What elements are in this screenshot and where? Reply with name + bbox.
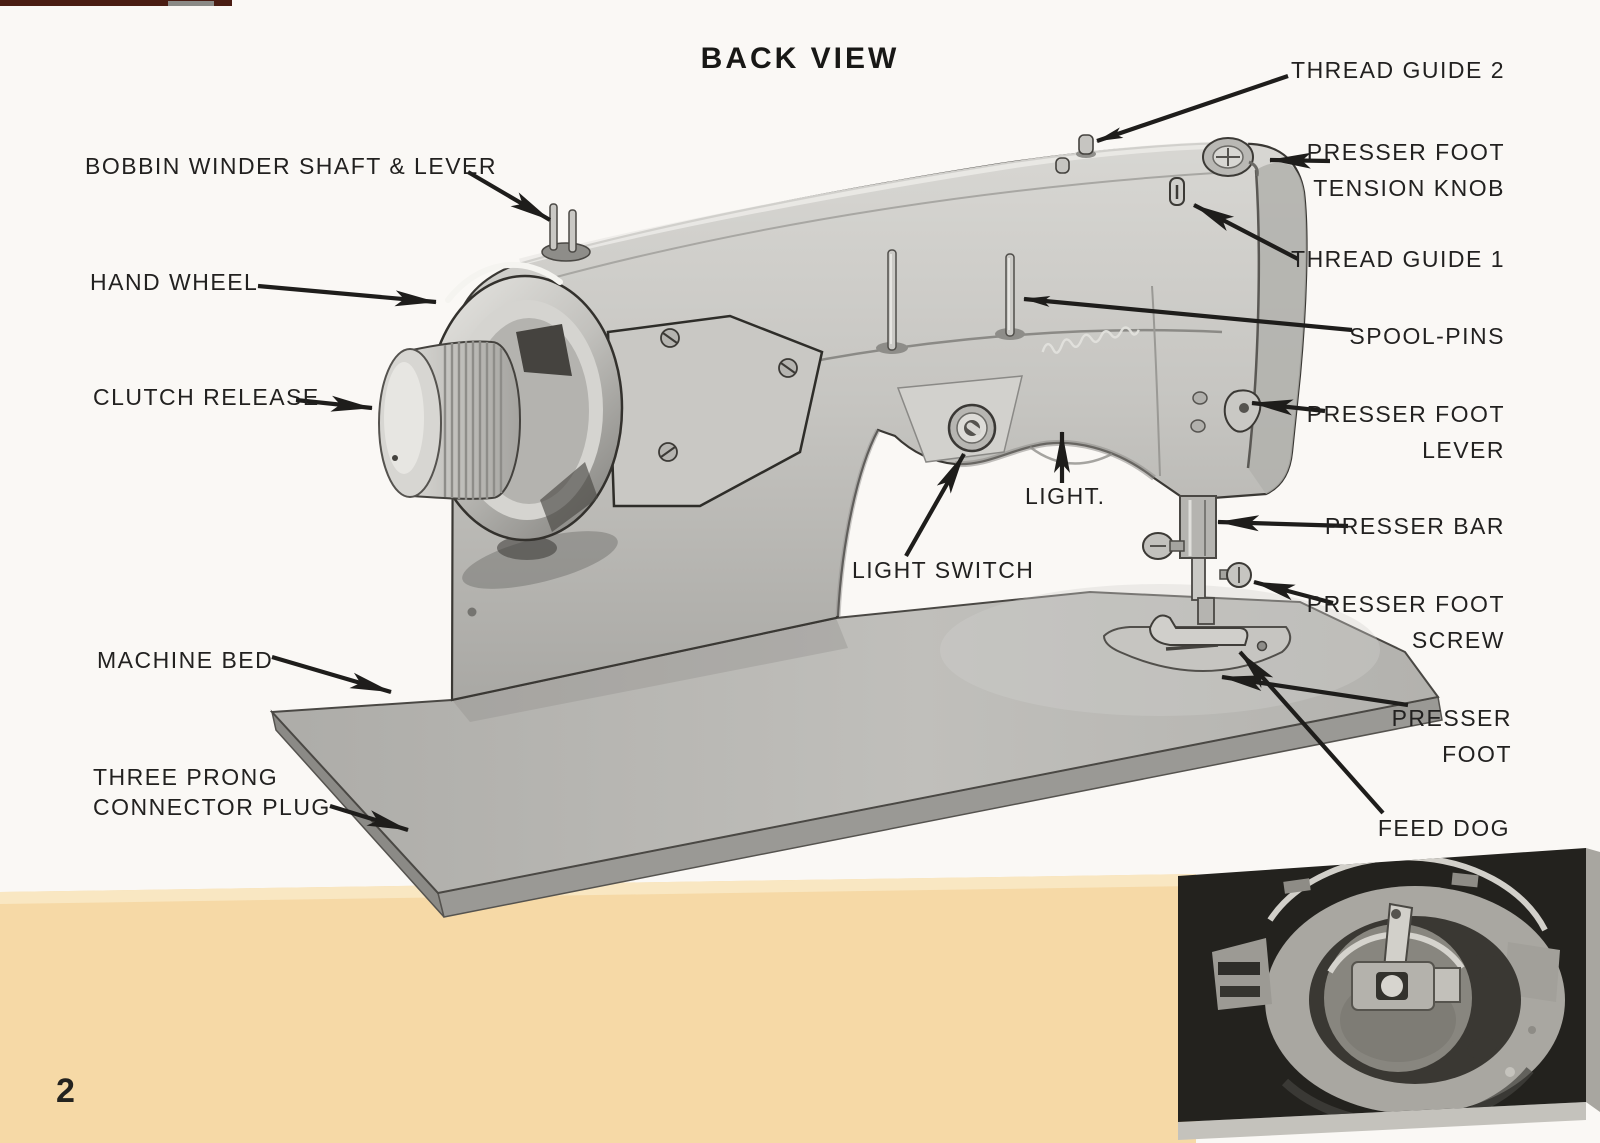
- brand-script: [1041, 326, 1140, 354]
- presser-bar-part: [1142, 495, 1252, 646]
- tension-knob-part: [1202, 137, 1259, 177]
- rear-cover-plate: [606, 314, 824, 508]
- arrow-thread-guide-1-icon: [1193, 203, 1299, 261]
- arrow-feed-dog-icon: [1238, 650, 1385, 815]
- thread-guide-2-part: [1055, 134, 1096, 174]
- clutch-release-part: [378, 340, 521, 500]
- callout-clutch-release: CLUTCH RELEASE: [93, 384, 320, 410]
- light-switch-part: [896, 375, 1023, 463]
- arrow-presser-foot-lever-icon: [1251, 399, 1326, 416]
- callout-spool-pins: SPOOL-PINS: [1349, 323, 1505, 349]
- callout-presser-foot-screw: PRESSER FOOT SCREW: [1307, 586, 1505, 658]
- screw-icon: [660, 328, 680, 348]
- callout-feed-dog: FEED DOG: [1377, 815, 1510, 841]
- callout-line: SCREW: [1411, 627, 1505, 653]
- callout-thread-guide-2: THREAD GUIDE 2: [1291, 57, 1505, 83]
- thread-guide-1-part: [1169, 177, 1185, 206]
- callout-presser-foot: PRESSER FOOT: [1392, 700, 1512, 772]
- arrow-light-switch-icon: [904, 452, 966, 558]
- arrow-hand-wheel-icon: [257, 283, 437, 307]
- callout-line: LEVER: [1422, 437, 1505, 463]
- callout-line: PRESSER: [1391, 705, 1512, 731]
- callout-thread-guide-1: THREAD GUIDE 1: [1291, 246, 1505, 272]
- callout-line: PRESSER FOOT: [1306, 591, 1505, 617]
- page-title: BACK VIEW: [700, 42, 900, 75]
- arrow-thread-guide-2-icon: [1096, 74, 1289, 143]
- bobbin-winder-part: [541, 203, 591, 262]
- callout-machine-bed: MACHINE BED: [97, 647, 274, 673]
- callout-line: FOOT: [1442, 741, 1512, 767]
- arrow-machine-bed-icon: [271, 654, 392, 695]
- arrow-clutch-release-icon: [295, 395, 373, 412]
- sewing-machine-illustration: [269, 134, 1443, 918]
- presser-foot-part: [1148, 614, 1249, 646]
- callout-presser-bar: PRESSER BAR: [1324, 513, 1505, 539]
- spool-pins-part: [876, 249, 1025, 354]
- callout-line: TENSION KNOB: [1313, 175, 1505, 201]
- arrow-bobbin-winder-icon: [466, 170, 552, 222]
- callout-line: THREE PRONG: [93, 764, 279, 790]
- arrow-tension-knob-icon: [1269, 152, 1331, 169]
- arrow-presser-bar-icon: [1217, 515, 1349, 532]
- presser-foot-screw-part: [1219, 562, 1252, 588]
- arrow-three-prong-icon: [329, 803, 409, 833]
- page-number: 2: [56, 1072, 75, 1110]
- screw-icon: [778, 358, 798, 378]
- arrow-spool-pins-icon: [1023, 295, 1353, 333]
- callout-line: PRESSER FOOT: [1306, 139, 1505, 165]
- callout-arrows: [257, 74, 1409, 833]
- callout-line: PRESSER FOOT: [1306, 401, 1505, 427]
- callout-hand-wheel: HAND WHEEL: [90, 269, 259, 295]
- callout-three-prong-connector-plug: THREE PRONG CONNECTOR PLUG: [93, 762, 331, 822]
- footer-band: [0, 874, 1196, 1143]
- callout-light: LIGHT.: [1025, 483, 1106, 509]
- callout-presser-foot-lever: PRESSER FOOT LEVER: [1307, 396, 1505, 468]
- callout-presser-foot-tension-knob: PRESSER FOOT TENSION KNOB: [1307, 134, 1505, 206]
- bobbin-case-photo: [1178, 848, 1600, 1140]
- arrow-presser-foot-screw-icon: [1253, 579, 1334, 606]
- callout-bobbin-winder-shaft-lever: BOBBIN WINDER SHAFT & LEVER: [85, 153, 497, 179]
- callout-light-switch: LIGHT SWITCH: [852, 557, 1035, 583]
- screw-icon: [658, 442, 678, 462]
- callout-line: CONNECTOR PLUG: [93, 794, 331, 820]
- footer-band-highlight: [0, 874, 1196, 904]
- scan-corner-mark: [0, 0, 232, 6]
